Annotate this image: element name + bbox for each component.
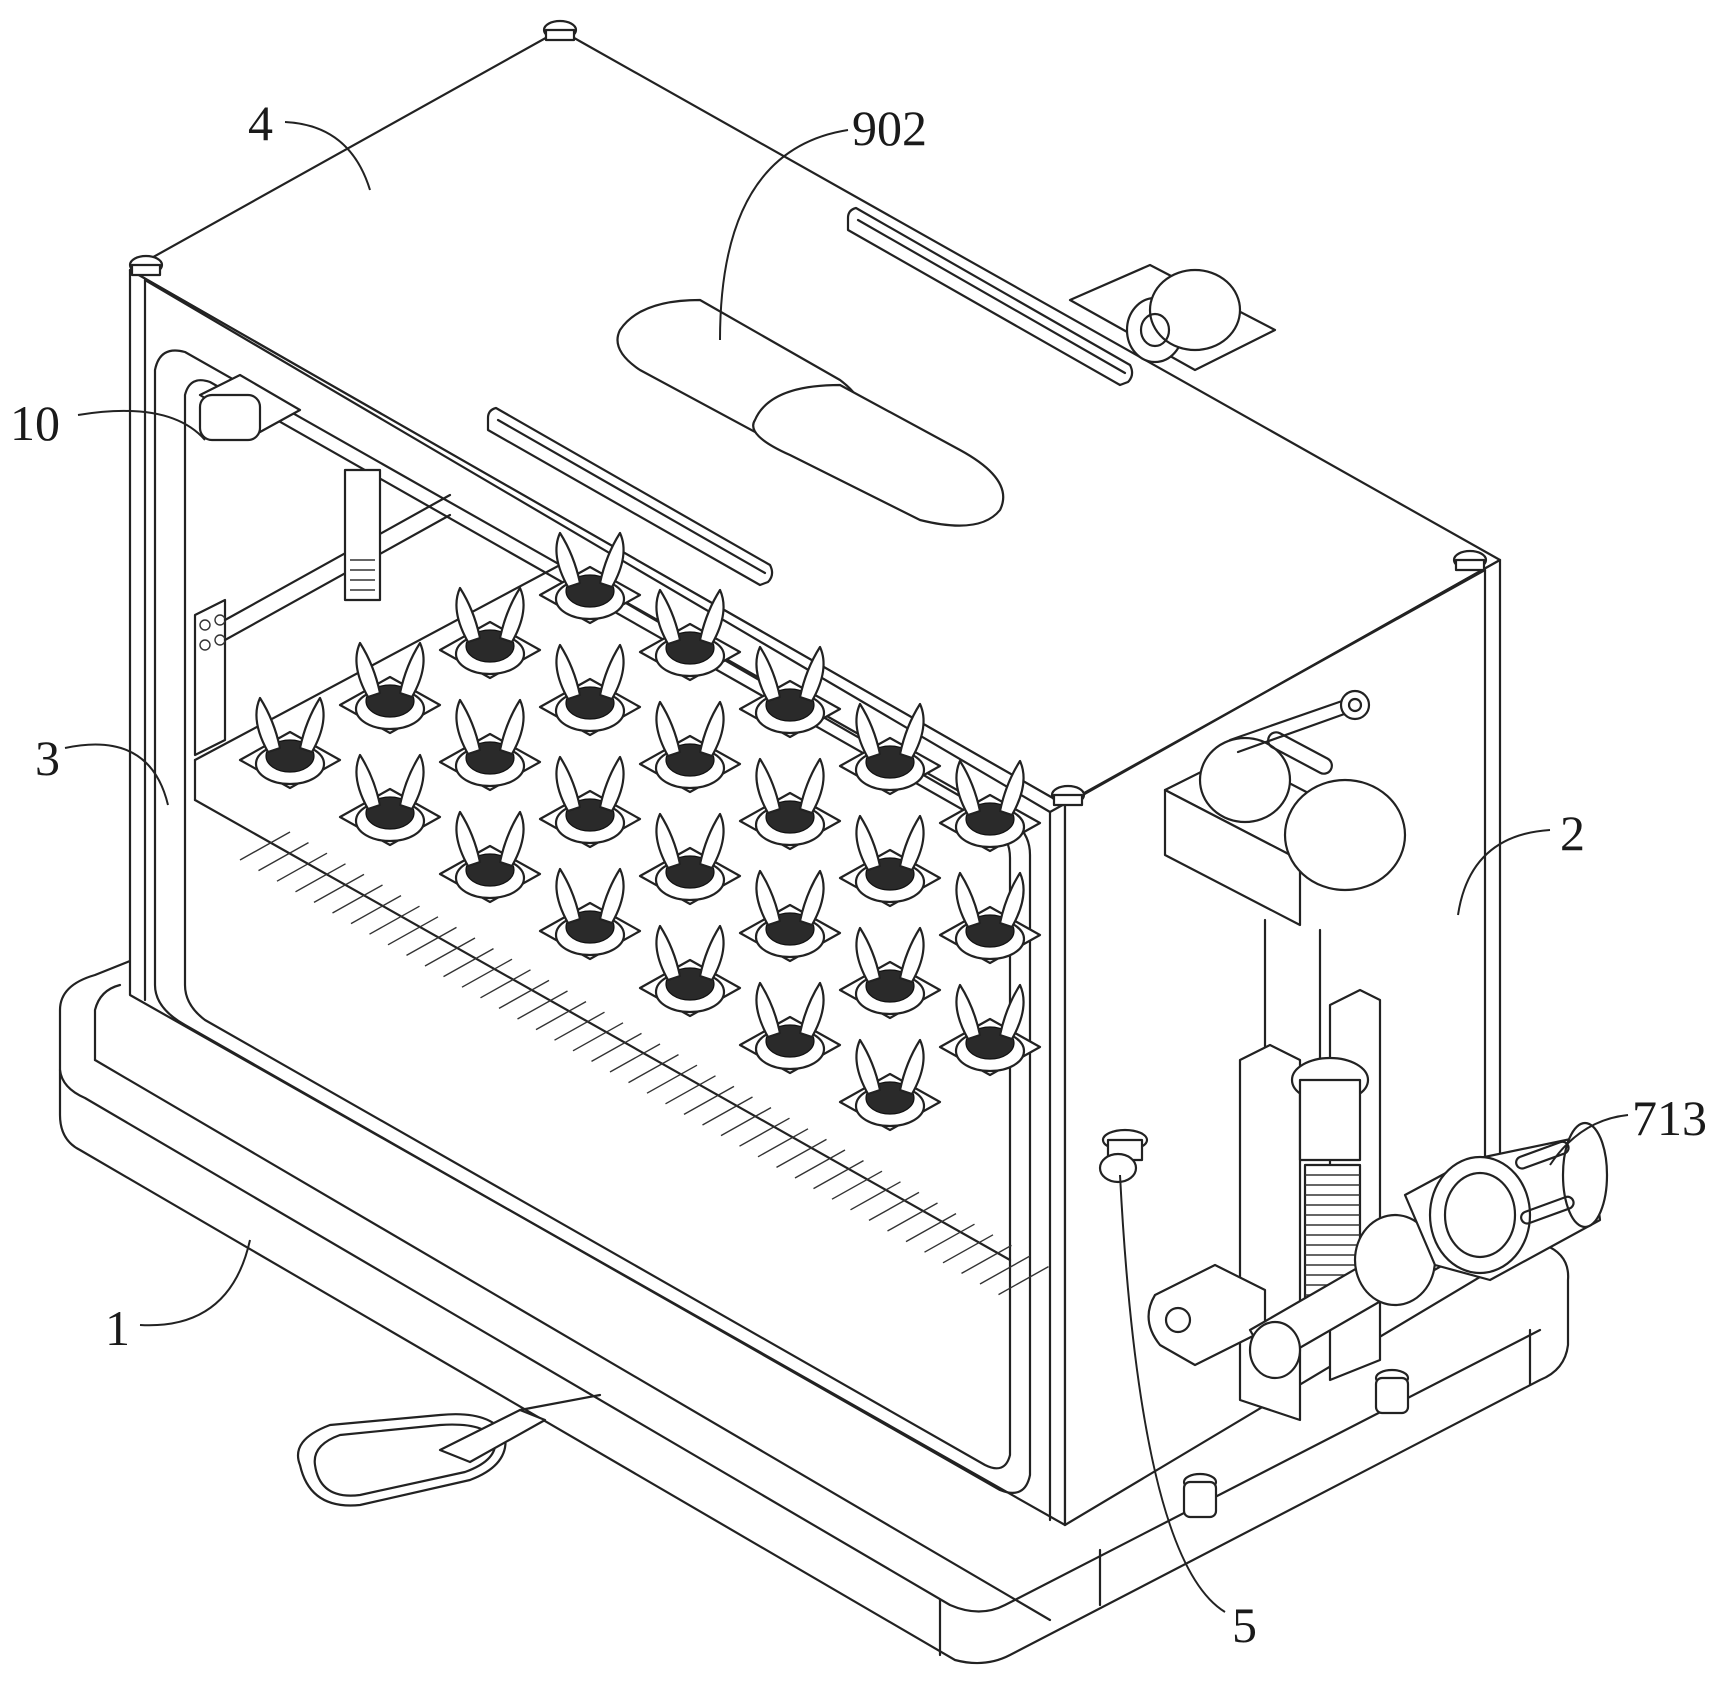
label-5: 5 (1232, 1597, 1257, 1653)
inner-roller (198, 373, 302, 442)
grille-slat (887, 1202, 938, 1232)
label-1: 1 (105, 1300, 130, 1356)
reference-labels: 4 902 10 3 2 713 1 5 (10, 95, 1707, 1653)
grille-slat (387, 916, 439, 946)
grille-slat (295, 863, 346, 893)
grille-slat (313, 873, 365, 904)
grille-slat (535, 1000, 587, 1031)
grille-slat (739, 1117, 790, 1147)
drive-motor (1403, 1121, 1609, 1282)
top-oval-openings (616, 298, 1005, 527)
grille-slat (961, 1244, 1012, 1275)
grille-slat (369, 905, 420, 935)
sprout-cup-icon (638, 700, 742, 794)
label-902: 902 (852, 100, 927, 156)
grille-slat (554, 1011, 605, 1041)
sprout-cup-icon (538, 755, 642, 849)
grille-slat (461, 958, 513, 988)
sprout-cup-icon (238, 696, 342, 790)
leader-lines (64, 121, 1629, 1613)
grille-slat (350, 894, 402, 925)
hex-bolt-icon (1050, 784, 1086, 807)
front-window-frame (153, 349, 1032, 1494)
grille-slat (998, 1265, 1049, 1296)
hex-bolt-icon (542, 19, 578, 42)
sprout-cup-icon (538, 531, 642, 625)
hex-bolt-icon (1182, 1472, 1218, 1519)
label-713: 713 (1632, 1090, 1707, 1146)
label-2: 2 (1560, 805, 1585, 861)
label-4: 4 (248, 95, 273, 151)
sprout-cup-icon (938, 759, 1042, 853)
hex-bolt-icon (1374, 1368, 1410, 1415)
grille-slat (276, 852, 328, 882)
sprout-cup-icon (638, 924, 742, 1018)
sprout-cup-icon (938, 983, 1042, 1077)
sprout-cup-icon (938, 871, 1042, 965)
grille-slat (757, 1128, 809, 1158)
grille-slat (258, 841, 309, 872)
pull-handle (297, 1393, 602, 1507)
grille-slat (572, 1022, 624, 1052)
grille-slat (850, 1181, 901, 1211)
grille-slat (794, 1149, 846, 1179)
grille-slat (924, 1223, 975, 1253)
sprout-cup-icon (538, 643, 642, 737)
grille-slat (868, 1191, 920, 1222)
top-bolts (128, 19, 1488, 807)
sprout-cup-icon (838, 702, 942, 796)
sprout-cup-icon (338, 641, 442, 735)
top-slot-handles (486, 206, 1134, 587)
grille-slat (332, 884, 383, 914)
sprout-cup-icon (538, 867, 642, 961)
grille-slat (831, 1170, 883, 1200)
grille-slat (628, 1053, 679, 1084)
rear-top-motor (1068, 263, 1277, 372)
sprout-cup-icon (838, 814, 942, 908)
sprout-cup-icon (338, 753, 442, 847)
grille-slat (591, 1032, 642, 1063)
sprout-cup-icon (738, 757, 842, 851)
inner-bracket (193, 468, 452, 757)
hex-bolt-icon (1452, 549, 1488, 572)
grille-slat (517, 990, 568, 1020)
grille-slat (979, 1255, 1031, 1285)
sprout-cup-icon (638, 812, 742, 906)
hex-bolt-icon (128, 254, 164, 277)
grille-slat (480, 969, 531, 999)
sprout-cup-icon (838, 926, 942, 1020)
grille-slat (424, 937, 476, 967)
sprout-cup-icon (438, 698, 542, 792)
bottom-grille (239, 831, 1049, 1296)
grille-slat (683, 1085, 735, 1116)
grille-slat (498, 979, 550, 1010)
grille-slat (609, 1043, 661, 1073)
side-mechanism (1147, 689, 1609, 1519)
sprout-cup-icon (738, 869, 842, 963)
grille-slat (813, 1159, 864, 1190)
sprout-cup-icon (638, 588, 742, 682)
sprout-cup-grid (238, 531, 1042, 1132)
grille-slat (646, 1064, 698, 1094)
sprout-cup-icon (738, 981, 842, 1075)
grille-slat (665, 1075, 716, 1105)
grille-slat (702, 1096, 753, 1126)
grille-slat (776, 1138, 827, 1169)
sprout-cup-icon (738, 645, 842, 739)
grille-slat (905, 1212, 957, 1243)
label-3: 3 (35, 730, 60, 786)
grille-slat (406, 926, 457, 957)
grille-slat (443, 947, 494, 978)
label-10: 10 (10, 395, 60, 451)
sprout-cup-icon (438, 810, 542, 904)
grille-slat (239, 831, 291, 861)
sprout-cup-icon (838, 1038, 942, 1132)
grille-slat (720, 1106, 772, 1137)
side-valve (1098, 1128, 1149, 1184)
grille-slat (942, 1234, 994, 1264)
sprout-cup-icon (438, 586, 542, 680)
